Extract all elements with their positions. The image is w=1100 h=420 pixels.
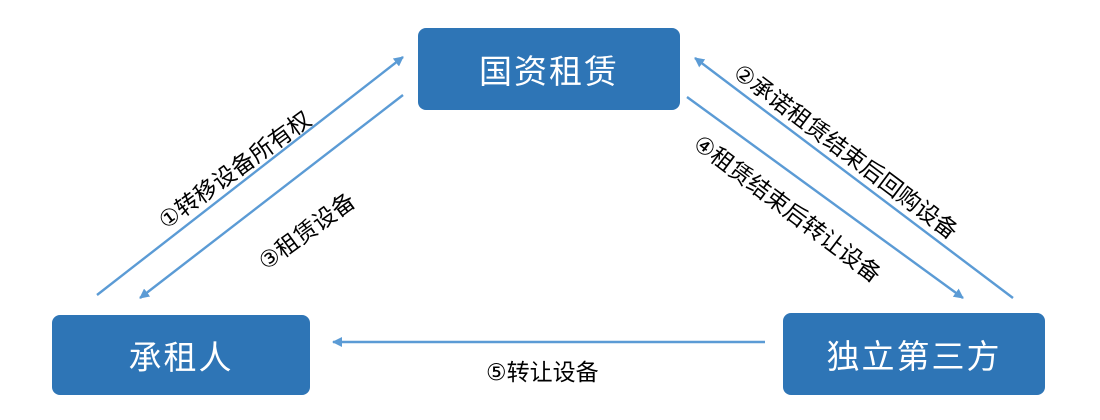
node-third-party: 独立第三方 [783, 313, 1045, 395]
node-lessee: 承租人 [52, 315, 310, 395]
arrow-buyback-promise [694, 57, 1014, 299]
node-state-leasing: 国资租赁 [418, 28, 680, 110]
arrow-transfer-ownership [96, 56, 404, 296]
edge-label-5: ⑤转让设备 [486, 360, 599, 386]
arrow-transfer-after-lease [686, 96, 964, 299]
arrow-lease-equipment [139, 94, 404, 299]
